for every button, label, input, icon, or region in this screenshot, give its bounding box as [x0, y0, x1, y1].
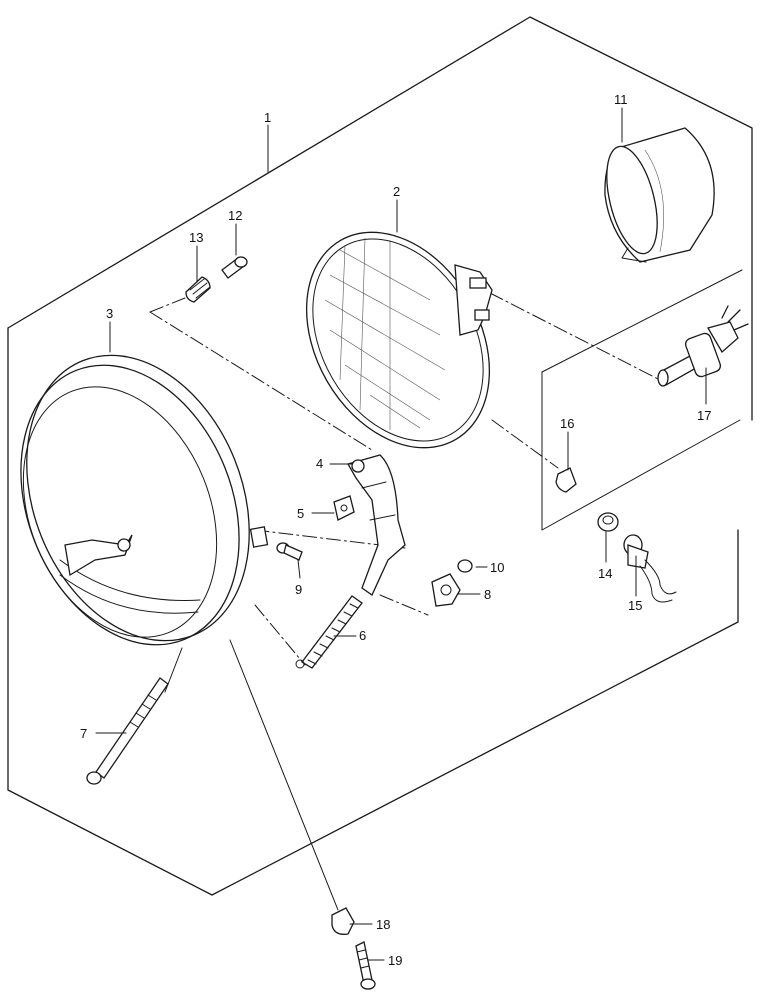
small-bolt	[276, 542, 303, 561]
assembly-frame	[7, 16, 753, 896]
halogen-bulb	[657, 305, 749, 387]
tension-spring	[295, 595, 363, 669]
callout-4: 4	[316, 456, 323, 471]
callout-2: 2	[393, 184, 400, 199]
callout-11: 11	[614, 92, 628, 107]
position-bulb	[555, 467, 577, 493]
headlamp-housing-rim	[20, 354, 269, 646]
pilot-socket-wire	[623, 534, 677, 603]
callout-14: 14	[598, 566, 612, 581]
callout-leaders	[95, 107, 707, 961]
adjust-screw-spring	[185, 256, 248, 303]
callout-8: 8	[484, 587, 491, 602]
callout-10: 10	[490, 560, 504, 575]
callout-16: 16	[560, 416, 574, 431]
callout-13: 13	[189, 230, 203, 245]
callout-labels: 1 2 3 4 5 6 7 8 9 10 11 12 13 14 15 16 1…	[80, 92, 711, 968]
bottom-screw	[355, 941, 376, 990]
pilot-lamp-bulb	[597, 512, 619, 532]
callout-17: 17	[697, 408, 711, 423]
square-nut	[333, 495, 355, 521]
callout-7: 7	[80, 726, 87, 741]
mounting-bracket	[347, 454, 406, 596]
headlamp-lens-unit	[305, 231, 493, 449]
callout-15: 15	[628, 598, 642, 613]
bulb-subframe	[541, 269, 743, 531]
long-bolt	[86, 677, 169, 785]
callout-18: 18	[376, 917, 390, 932]
callout-19: 19	[388, 953, 402, 968]
callout-5: 5	[297, 506, 304, 521]
socket-cover-part	[604, 127, 715, 263]
callout-6: 6	[359, 628, 366, 643]
adjuster-plate	[431, 573, 461, 607]
callout-9: 9	[295, 582, 302, 597]
callout-3: 3	[106, 306, 113, 321]
callout-1: 1	[264, 110, 271, 125]
callout-12: 12	[228, 208, 242, 223]
grommet	[331, 907, 355, 935]
small-nut	[457, 559, 473, 573]
